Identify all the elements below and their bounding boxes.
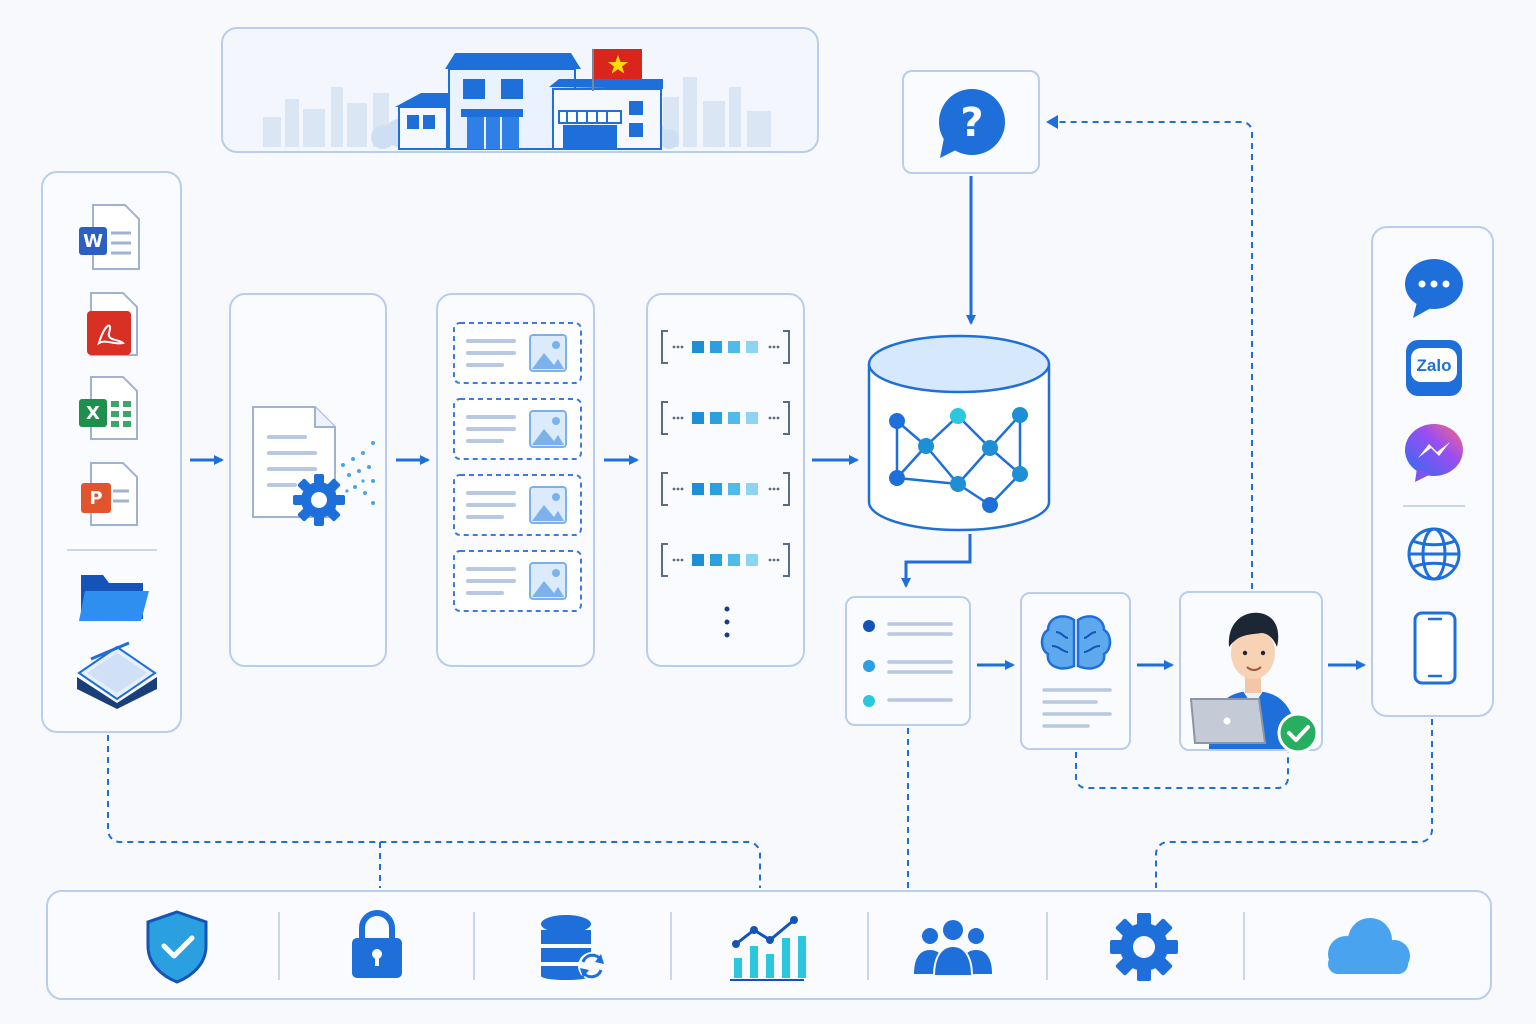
loop-review-llm	[1075, 752, 1289, 789]
lock-icon[interactable]	[352, 910, 402, 978]
person-laptop-icon	[1189, 612, 1297, 749]
document-gear-icon	[252, 406, 375, 526]
excel-sheet-icon[interactable]: X	[79, 376, 138, 440]
zalo-icon[interactable]: Zalo	[1406, 340, 1462, 396]
globe-icon[interactable]	[1407, 527, 1461, 581]
word-document-icon[interactable]: W	[79, 204, 140, 270]
vietnam-flag-icon	[592, 49, 642, 91]
vector-row-2	[661, 401, 790, 435]
bullet-list-icon	[863, 620, 953, 707]
human-review-card	[1179, 591, 1323, 754]
embedding-card	[646, 293, 805, 667]
bottom-icons	[146, 899, 1410, 995]
chunk-card-4	[453, 550, 582, 612]
channel-icons: Zalo	[1403, 259, 1465, 685]
retrieved-list-card	[845, 596, 971, 726]
analytics-chart-icon[interactable]	[730, 916, 806, 981]
bottom-bar	[46, 890, 1492, 1000]
channels-panel: Zalo	[1371, 226, 1494, 717]
chunk-cards	[453, 322, 582, 612]
svg-text:?: ?	[960, 100, 983, 146]
question-bubble-icon: ?	[939, 89, 1005, 158]
messenger-icon[interactable]	[1405, 424, 1463, 482]
source-panel: W X P	[41, 171, 182, 733]
link-channels-to-bar	[1155, 719, 1433, 888]
arrow-database-to-results	[901, 534, 972, 588]
cloud-icon[interactable]	[1328, 918, 1410, 974]
smartphone-icon[interactable]	[1413, 611, 1457, 685]
powerpoint-icon[interactable]: P	[81, 462, 138, 526]
chunking-card	[436, 293, 595, 667]
svg-text:W: W	[83, 231, 103, 252]
storefront-scene	[263, 49, 771, 150]
database-sync-icon[interactable]	[541, 915, 606, 980]
chunk-card-1	[453, 322, 582, 384]
link-sources-to-bar	[107, 735, 761, 888]
check-badge-icon	[1277, 712, 1319, 754]
vector-row-4	[661, 543, 790, 577]
folder-icon[interactable]	[79, 575, 149, 621]
svg-text:X: X	[86, 403, 100, 424]
query-box[interactable]: ?	[902, 70, 1040, 174]
llm-answer-card	[1020, 592, 1131, 750]
settings-gear-icon[interactable]	[1096, 899, 1192, 995]
chunk-card-2	[453, 398, 582, 460]
shield-check-icon[interactable]	[146, 910, 208, 984]
header-banner	[221, 27, 819, 153]
team-icon[interactable]	[914, 920, 992, 977]
document-processing-card	[229, 293, 387, 667]
scanner-icon[interactable]	[77, 641, 157, 709]
vector-row-1	[661, 330, 790, 364]
pdf-document-icon[interactable]	[87, 292, 138, 356]
chunk-card-3	[453, 474, 582, 536]
brain-icon	[1040, 615, 1112, 728]
svg-text:Zalo: Zalo	[1417, 356, 1452, 375]
more-indicator	[724, 606, 730, 638]
svg-text:P: P	[89, 488, 102, 509]
source-icons: W X P	[67, 204, 157, 709]
vector-row-3	[661, 472, 790, 506]
chat-bubble-icon[interactable]	[1405, 259, 1463, 318]
feedback-review-to-query	[1054, 121, 1253, 589]
vector-database-icon	[867, 334, 1051, 532]
vector-rows	[661, 330, 790, 638]
